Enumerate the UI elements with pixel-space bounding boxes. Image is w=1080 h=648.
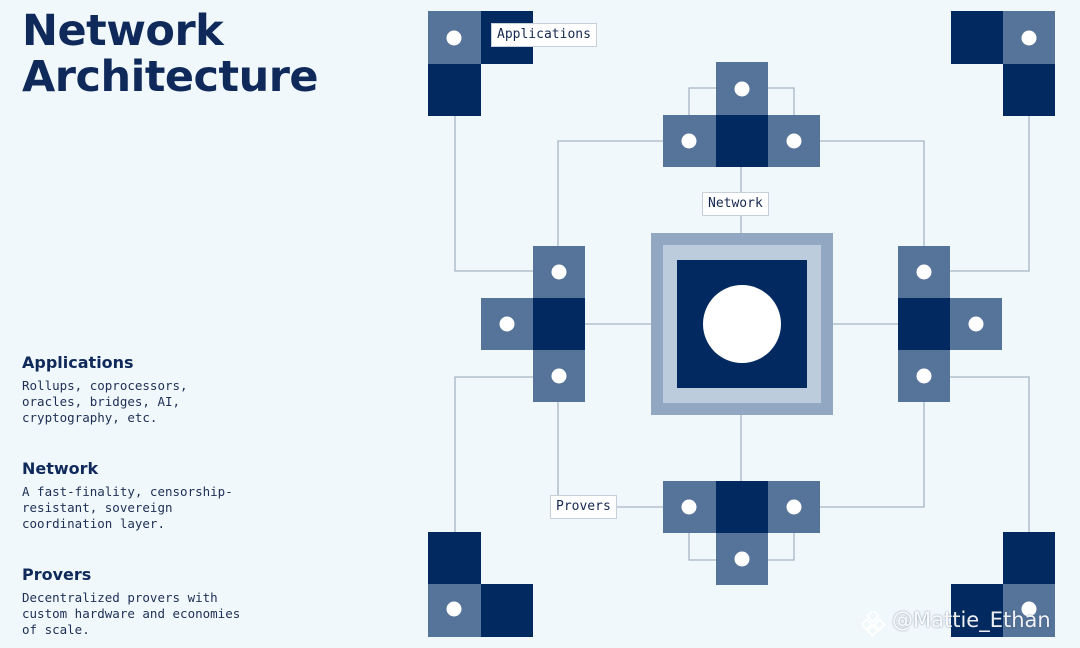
provers-heading: Provers [22, 565, 92, 584]
node-dot [1021, 601, 1037, 617]
cluster-bottom [663, 481, 820, 585]
node-dot [916, 264, 932, 280]
node-dot [786, 499, 802, 515]
network-label: Network [702, 192, 769, 216]
corner-block-bottom-right [951, 532, 1055, 637]
node-dot [446, 30, 462, 46]
network-heading: Network [22, 459, 99, 478]
watermark-text: @Mattie_Ethan [892, 608, 1051, 632]
cluster-left [481, 246, 585, 402]
page-title: Network Architecture [22, 6, 319, 102]
network-section: Network A fast-finality, censorship- res… [22, 459, 312, 532]
applications-label: Applications [491, 23, 597, 47]
connector [557, 402, 663, 508]
cluster-right [898, 246, 1002, 402]
connector [820, 402, 925, 508]
connector [950, 116, 1030, 272]
node-dot [499, 316, 515, 332]
applications-section: Applications Rollups, coprocessors, orac… [22, 353, 312, 426]
title-line-2: Architecture [22, 52, 319, 102]
node-dot [446, 601, 462, 617]
applications-description: Rollups, coprocessors, oracles, bridges,… [22, 378, 188, 425]
node-dot [1021, 30, 1037, 46]
node-dot [786, 133, 802, 149]
connector [454, 376, 533, 532]
connector [557, 140, 663, 246]
node-dot [734, 81, 750, 97]
provers-section: Provers Decentralized provers with custo… [22, 565, 312, 638]
node-dot [681, 499, 697, 515]
corner-block-top-left [428, 11, 533, 116]
title-line-1: Network [22, 6, 224, 56]
node-dot [551, 264, 567, 280]
node-dot [734, 551, 750, 567]
applications-heading: Applications [22, 353, 134, 372]
corner-block-bottom-left [428, 532, 533, 637]
corner-block-top-right [951, 11, 1055, 116]
node-dot [681, 133, 697, 149]
cluster-top [663, 62, 820, 167]
node-dot [968, 316, 984, 332]
center-hub [651, 233, 833, 415]
connector [950, 376, 1030, 532]
network-description: A fast-finality, censorship- resistant, … [22, 484, 233, 531]
node-dot [551, 368, 567, 384]
watermark-logo-icon [862, 611, 886, 637]
connector [454, 116, 533, 272]
provers-description: Decentralized provers with custom hardwa… [22, 590, 241, 637]
connector [820, 140, 925, 246]
provers-label: Provers [550, 495, 617, 519]
node-dot [916, 368, 932, 384]
hub-circle [703, 285, 781, 363]
